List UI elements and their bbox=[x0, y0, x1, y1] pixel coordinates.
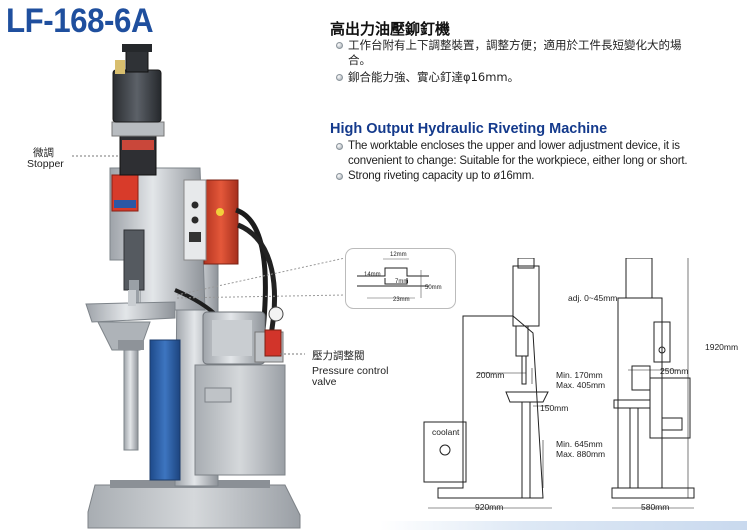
side-view-outline bbox=[437, 315, 544, 499]
machine-photo bbox=[72, 44, 305, 529]
dim-12mm: 12mm bbox=[390, 252, 407, 258]
dim-width-580: 580mm bbox=[641, 502, 670, 512]
stopper-label-en: Stopper bbox=[27, 158, 64, 170]
worktable bbox=[85, 301, 176, 323]
english-title: High Output Hydraulic Riveting Machine bbox=[330, 121, 608, 137]
pressure-label-zh: 壓力調整閥 bbox=[312, 350, 365, 362]
blue-column bbox=[149, 339, 181, 481]
dim-adjustment: adj. 0~45mm bbox=[568, 293, 618, 303]
english-feature-1: The worktable encloses the upper and low… bbox=[334, 139, 704, 169]
dim-width-250: 250mm bbox=[660, 366, 689, 376]
side-view-head bbox=[512, 265, 540, 327]
dim-height-1920: 1920mm bbox=[705, 342, 739, 352]
dim-width-200: 200mm bbox=[476, 370, 505, 380]
dim-width-150: 150mm bbox=[540, 403, 569, 413]
pressure-gauge-icon bbox=[268, 306, 284, 322]
hydraulic-tank bbox=[194, 364, 286, 476]
dim-7mm: 7mm bbox=[395, 279, 409, 285]
dimension-drawing bbox=[423, 258, 695, 509]
chinese-feature-2: 鉚合能力強、實心釘達φ16mm。 bbox=[334, 70, 689, 85]
rivet-detail-drawing bbox=[345, 248, 456, 309]
dim-max-405: Max. 405mm bbox=[556, 380, 606, 390]
pressure-valve bbox=[264, 329, 282, 357]
model-number: LF-168-6A bbox=[6, 2, 154, 40]
pressure-label-en-2: valve bbox=[312, 376, 337, 388]
chinese-feature-list: 工作台附有上下調整裝置，調整方便；適用於工件長短變化大的場合。 鉚合能力強、實心… bbox=[334, 38, 689, 87]
english-feature-list: The worktable encloses the upper and low… bbox=[334, 139, 704, 184]
dim-min-170: Min. 170mm bbox=[556, 370, 603, 380]
detail-connector bbox=[176, 257, 346, 299]
dim-width-920: 920mm bbox=[475, 502, 504, 512]
pressure-label-en: Pressure control bbox=[312, 365, 389, 377]
dim-max-880: Max. 880mm bbox=[556, 449, 606, 459]
decorative-bottom-band bbox=[380, 521, 747, 530]
front-view-outline bbox=[617, 297, 663, 489]
stopper-label-zh: 微調 bbox=[33, 147, 54, 159]
machine-base bbox=[87, 484, 301, 529]
coolant-box bbox=[423, 421, 467, 483]
main-motor bbox=[112, 69, 162, 123]
english-feature-2: Strong riveting capacity up to ø16mm. bbox=[334, 169, 704, 184]
dim-14mm: 14mm bbox=[364, 272, 381, 278]
adjustment-screw bbox=[123, 349, 139, 451]
chinese-feature-1: 工作台附有上下調整裝置，調整方便；適用於工件長短變化大的場合。 bbox=[334, 38, 689, 68]
dim-min-645: Min. 645mm bbox=[556, 439, 603, 449]
dim-23mm: 23mm bbox=[393, 297, 410, 303]
dim-50mm: 50mm bbox=[425, 285, 442, 291]
chinese-title: 高出力油壓鉚釘機 bbox=[330, 20, 451, 38]
coolant-label: coolant bbox=[432, 427, 460, 437]
